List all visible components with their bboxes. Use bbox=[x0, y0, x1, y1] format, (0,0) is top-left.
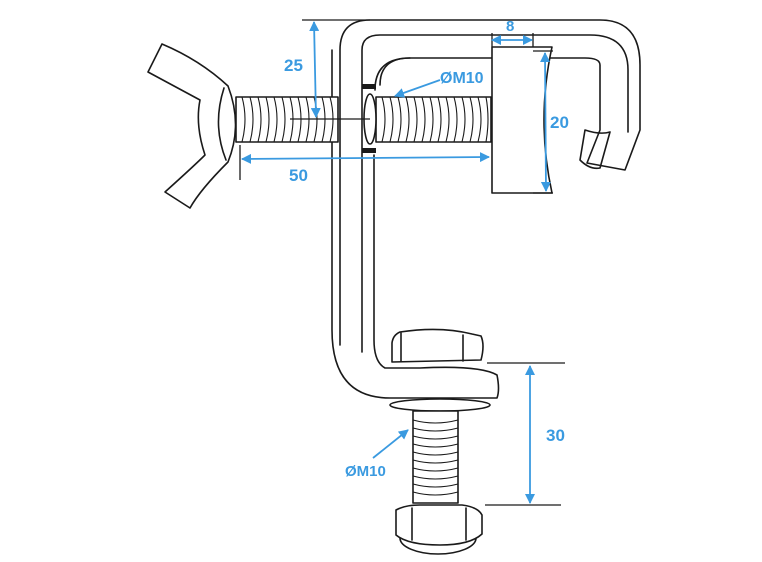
dimension-label-bolt-length: 50 bbox=[289, 166, 308, 185]
hex-nut-top bbox=[391, 328, 484, 363]
washer bbox=[389, 398, 491, 412]
dimension-label-jaw-height: 20 bbox=[550, 113, 569, 132]
dimension-arrows bbox=[241, 21, 551, 504]
jaw-pad bbox=[491, 46, 553, 194]
extension-lines bbox=[239, 19, 565, 506]
thread-label-wing-bolt: ØM10 bbox=[440, 70, 484, 87]
thread-label-hex-bolt: ØM10 bbox=[345, 463, 386, 480]
hex-bolt-shaft bbox=[412, 410, 459, 504]
dimension-label-jaw-width: 8 bbox=[506, 18, 515, 35]
wing-bolt-shaft bbox=[235, 84, 492, 153]
dimension-label-bottom-bolt-length: 30 bbox=[546, 426, 565, 445]
dimension-label-offset-top: 25 bbox=[284, 56, 303, 75]
wing-nut bbox=[147, 43, 237, 209]
hex-bolt-head bbox=[395, 504, 483, 555]
c-frame bbox=[331, 19, 641, 399]
